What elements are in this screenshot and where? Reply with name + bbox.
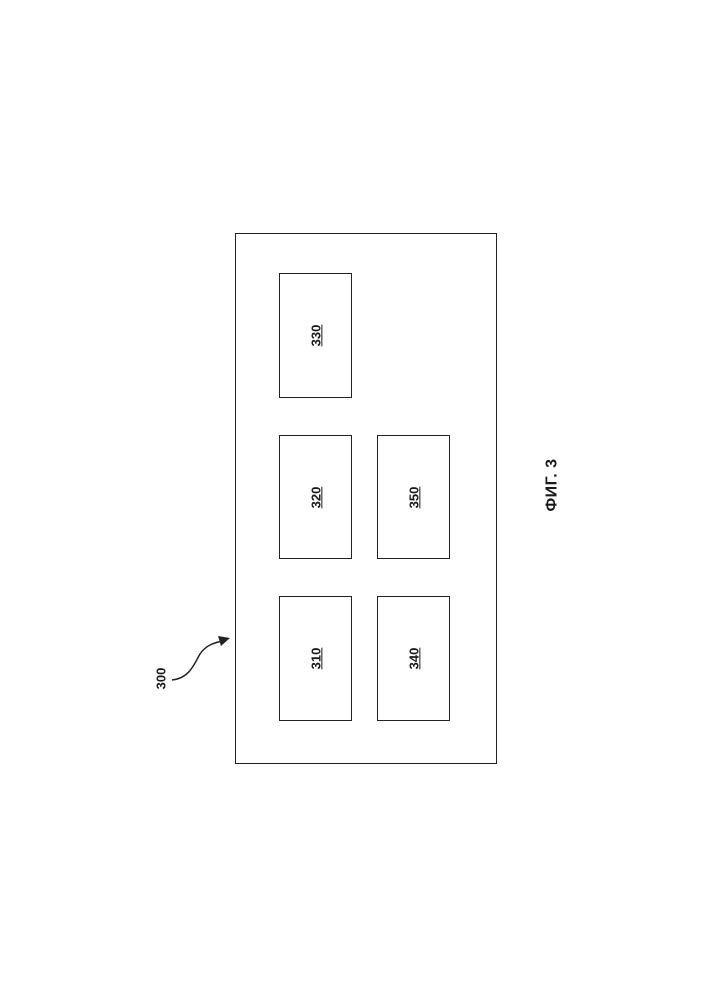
device-frame-300 [235,233,497,764]
block-350: 350 [377,435,450,559]
block-310: 310 [279,596,352,721]
block-320: 320 [279,435,352,559]
block-330: 330 [279,273,352,398]
block-320-label: 320 [308,486,323,508]
block-330-label: 330 [308,325,323,347]
block-340-label: 340 [406,648,421,670]
block-340: 340 [377,596,450,721]
leader-arrow [160,628,235,688]
block-350-label: 350 [406,486,421,508]
block-310-label: 310 [308,648,323,670]
figure-caption: ФИГ. 3 [544,458,562,511]
